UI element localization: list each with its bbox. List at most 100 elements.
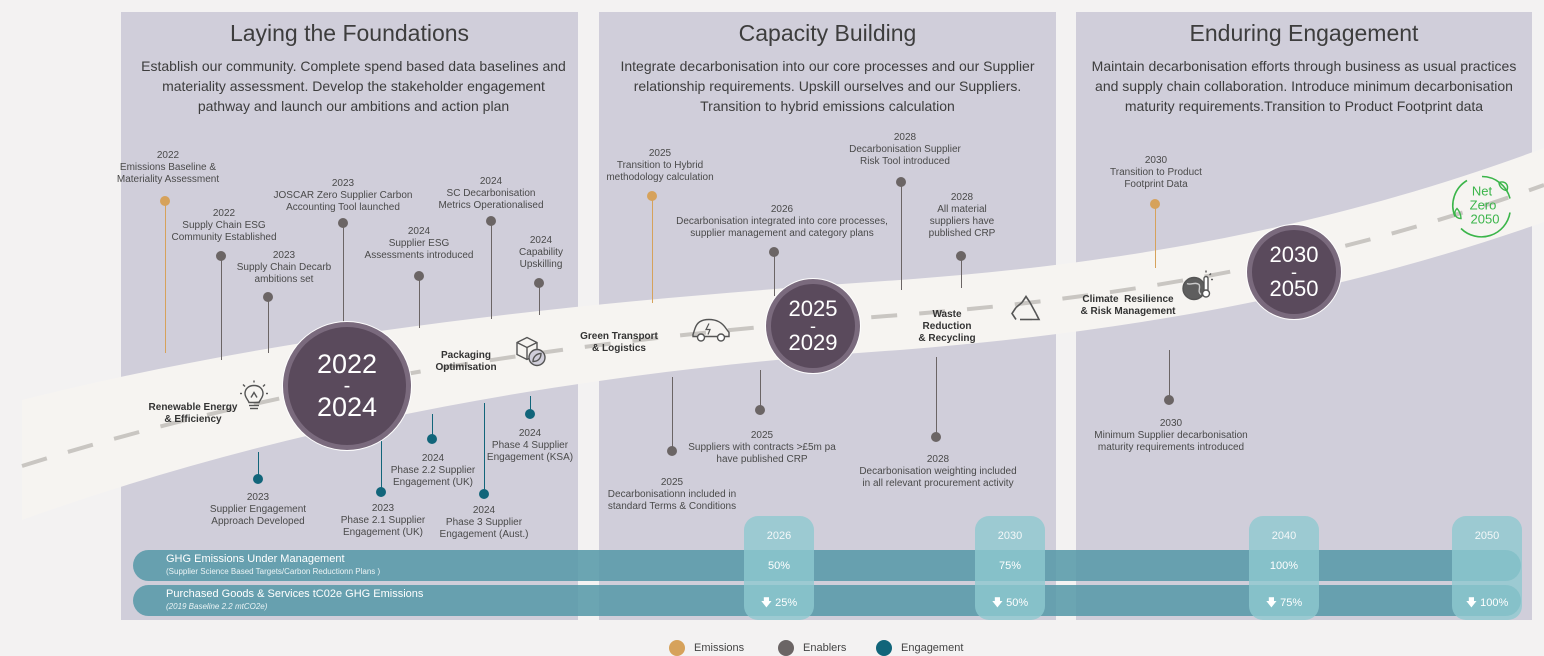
milestone-label: 2028 Decarbonisation Supplier Risk Tool … <box>849 132 961 167</box>
milestone-stem <box>258 452 260 479</box>
milestone-stem <box>672 377 674 451</box>
milestone-stem <box>936 357 938 437</box>
milestone-dot-enablers <box>769 247 779 257</box>
milestone-label: 2024 Capability Upskilling <box>519 235 563 270</box>
milestone-stem <box>1169 350 1171 400</box>
milestone-label: 2023 Supply Chain Decarb ambitions set <box>236 250 332 285</box>
net-zero-2050-icon: Net Zero 2050 <box>1447 173 1517 244</box>
target-value-emissions: 🡇 100% <box>1465 597 1509 609</box>
panel-title: Enduring Engagement <box>1189 20 1419 46</box>
milestone-dot-engagement <box>525 409 535 419</box>
period-badge-2030-2050: 2030-2050 <box>1252 230 1336 314</box>
milestone-label: 2025 Suppliers with contracts >£5m pa ha… <box>688 430 836 465</box>
milestone-dot-enablers <box>1164 395 1174 405</box>
milestone-stem <box>1155 204 1157 268</box>
down-arrow-icon: 🡇 <box>760 597 773 609</box>
target-row-title: Purchased Goods & Services tC02e GHG Emi… <box>166 588 424 600</box>
milestone-dot-enablers <box>486 216 496 226</box>
milestone-stem <box>268 297 270 353</box>
target-value-under-management: 75% <box>998 560 1022 572</box>
target-year-2026: 2026 50% 🡇 25% <box>744 516 814 620</box>
milestone-dot-engagement <box>376 487 386 497</box>
milestone-dot-engagement <box>479 489 489 499</box>
milestone-label: 2028 Decarbonisation weighting included … <box>859 454 1017 489</box>
net-zero-line1: Net <box>1472 184 1493 199</box>
target-value-under-management: 100% <box>1269 560 1299 572</box>
milestone-stem <box>652 196 654 303</box>
target-value-emissions: 🡇 50% <box>991 597 1029 609</box>
legend-label: Enablers <box>803 642 847 654</box>
theme-green-transport: Green Transport & Logistics <box>580 331 658 354</box>
panel-description: Establish our community. Complete spend … <box>141 58 566 114</box>
milestone-dot-enablers <box>534 278 544 288</box>
period-badge-2025-2029: 2025-2029 <box>771 284 855 368</box>
milestone-label: 2022 Emissions Baseline & Materiality As… <box>116 150 220 185</box>
milestone-dot-enablers <box>667 446 677 456</box>
theme-waste-reduction: Waste Reduction & Recycling <box>918 309 976 344</box>
milestone-label: 2024 Supplier ESG Assessments introduced <box>364 226 474 261</box>
target-value-emissions: 🡇 25% <box>760 597 798 609</box>
milestone-stem <box>484 403 486 494</box>
milestone-stem <box>774 252 776 296</box>
target-year-2040: 2040 100% 🡇 75% <box>1249 516 1319 620</box>
legend-emissions: Emissions <box>669 640 744 656</box>
target-row-subtitle: (2019 Baseline 2.2 mtCO2e) <box>166 602 268 611</box>
milestone-stem <box>760 370 762 410</box>
milestone-dot-enablers <box>216 251 226 261</box>
panel-description: Integrate decarbonisation into our core … <box>620 58 1035 114</box>
down-arrow-icon: 🡇 <box>1265 597 1278 609</box>
theme-climate-resilience: Climate Resilience & Risk Management <box>1080 294 1176 317</box>
milestone-label: 2025 Decarbonisationn included in standa… <box>607 477 737 512</box>
milestone-dot-enablers <box>263 292 273 302</box>
milestone-label: 2024 SC Decarbonisation Metrics Operatio… <box>438 176 544 211</box>
panel-description: Maintain decarbonisation efforts through… <box>1091 58 1517 114</box>
target-year-2030: 2030 75% 🡇 50% <box>975 516 1045 620</box>
legend-label: Engagement <box>901 642 964 654</box>
milestone-label: 2024 Phase 2.2 Supplier Engagement (UK) <box>390 453 476 488</box>
milestone-label: 2024 Phase 4 Supplier Engagement (KSA) <box>486 428 574 463</box>
milestone-label: 2022 Supply Chain ESG Community Establis… <box>171 208 277 243</box>
milestone-label: 2023 Supplier Engagement Approach Develo… <box>209 492 307 527</box>
milestone-dot-enablers <box>956 251 966 261</box>
milestone-dot-enablers <box>896 177 906 187</box>
target-year-label: 2040 <box>1271 530 1297 542</box>
legend-swatch <box>669 640 685 656</box>
package-leaf-icon <box>509 331 547 374</box>
milestone-stem <box>432 414 434 439</box>
down-arrow-icon: 🡇 <box>1465 597 1478 609</box>
target-row-subtitle: (Supplier Science Based Targets/Carbon R… <box>166 567 381 576</box>
theme-renewable-energy: Renewable Energy & Efficiency <box>148 402 238 425</box>
panel-title: Capacity Building <box>738 20 917 46</box>
milestone-dot-emissions <box>1150 199 1160 209</box>
target-year-label: 2026 <box>766 530 792 542</box>
milestone-dot-engagement <box>253 474 263 484</box>
electric-car-icon <box>689 315 733 350</box>
target-value-under-management: 50% <box>767 560 791 572</box>
legend-swatch <box>876 640 892 656</box>
milestone-label: 2023 Phase 2.1 Supplier Engagement (UK) <box>340 503 426 538</box>
legend-engagement: Engagement <box>876 640 963 656</box>
milestone-label: 2023 JOSCAR Zero Supplier Carbon Account… <box>273 178 413 213</box>
milestone-label: 2030 Minimum Supplier decarbonisation ma… <box>1094 418 1248 453</box>
milestone-stem <box>381 420 383 492</box>
net-zero-line2: Zero <box>1470 198 1497 213</box>
milestone-dot-emissions <box>160 196 170 206</box>
milestone-dot-enablers <box>338 218 348 228</box>
milestone-label: 2028 All material suppliers have publish… <box>928 192 996 239</box>
milestone-dot-enablers <box>755 405 765 415</box>
net-zero-line3: 2050 <box>1471 212 1500 227</box>
milestone-stem <box>530 396 532 414</box>
milestone-dot-emissions <box>647 191 657 201</box>
target-year-label: 2050 <box>1474 530 1500 542</box>
milestone-stem <box>221 256 223 360</box>
milestone-dot-engagement <box>427 434 437 444</box>
milestone-stem <box>539 283 541 315</box>
target-year-label: 2030 <box>997 530 1023 542</box>
period-badge-2022-2024: 2022-2024 <box>288 327 406 445</box>
legend-label: Emissions <box>694 642 745 654</box>
milestone-label: 2024 Phase 3 Supplier Engagement (Aust.) <box>439 505 529 540</box>
milestone-label: 2025 Transition to Hybrid methodology ca… <box>606 148 714 183</box>
milestone-stem <box>491 221 493 319</box>
legend-swatch <box>778 640 794 656</box>
milestone-stem <box>901 182 903 290</box>
